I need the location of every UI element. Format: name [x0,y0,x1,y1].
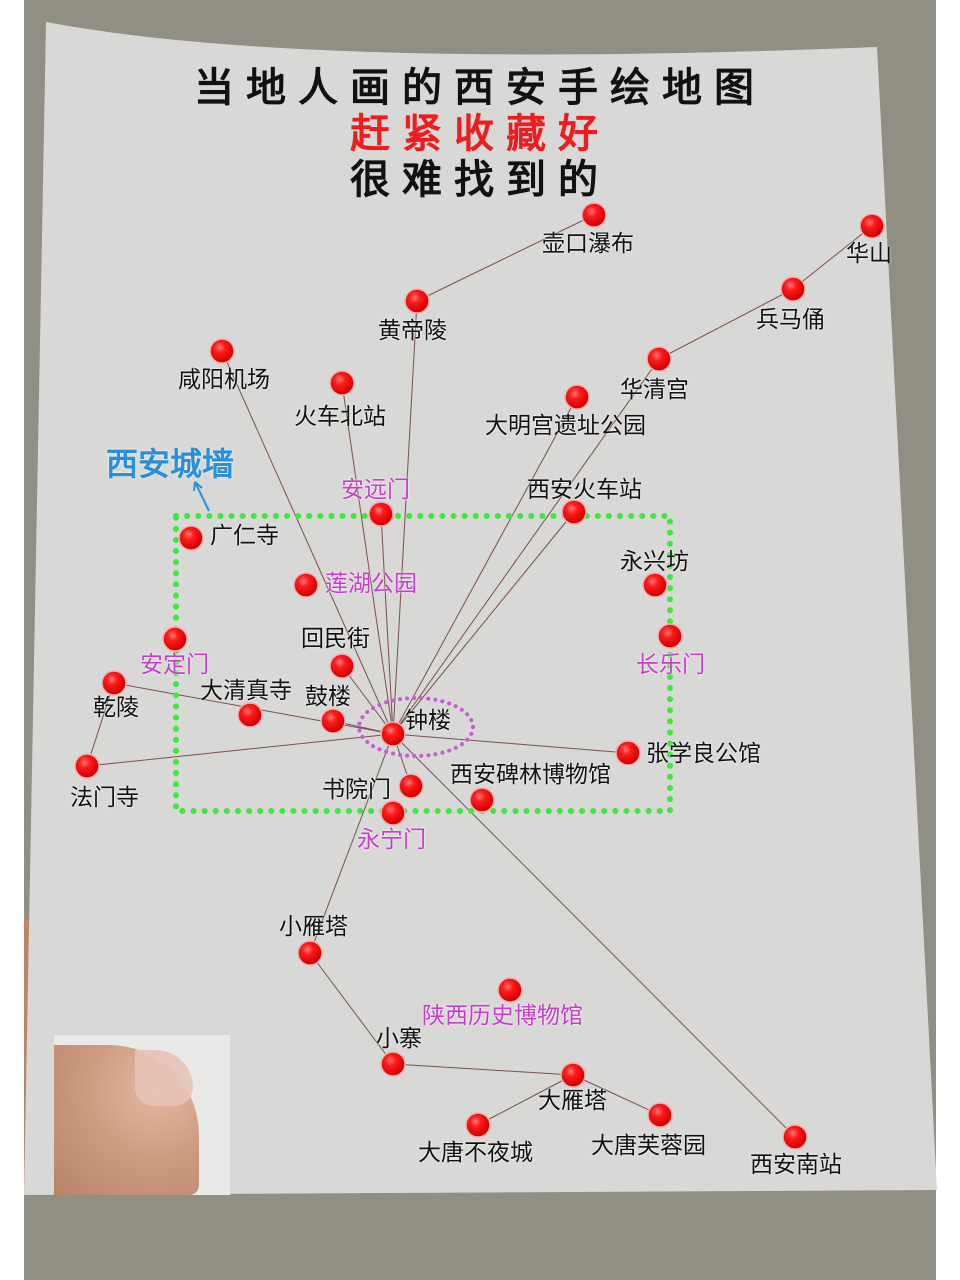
marker-shaanxi[interactable] [497,977,523,1003]
route-line [658,288,794,360]
label-dayan: 大雁塔 [538,1088,607,1114]
marker-zhonglou[interactable] [380,721,406,747]
marker-anding[interactable] [162,626,188,652]
label-famen: 法门寺 [70,785,139,811]
marker-yongning[interactable] [380,800,406,826]
label-anyuan: 安远门 [341,477,410,503]
route-line [309,733,394,954]
label-yongxing: 永兴坊 [620,549,689,575]
marker-qingzhen[interactable] [237,702,263,728]
route-line [86,733,394,767]
marker-gulou[interactable] [320,708,346,734]
label-shaanxi: 陕西历史博物馆 [422,1003,583,1029]
marker-huangdiling[interactable] [404,288,430,314]
marker-beizhan[interactable] [329,370,355,396]
label-huochezhan: 西安火车站 [527,477,642,503]
label-xiaoyan: 小雁塔 [279,914,348,940]
label-huashan: 华山 [846,241,892,267]
title-main: 当地人画的西安手绘地图 [194,65,766,111]
paper-sheet [24,22,937,1195]
label-xianyang: 咸阳机场 [178,367,270,393]
title-save: 赶紧收藏好 [350,111,610,157]
marker-xiaozhai[interactable] [380,1051,406,1077]
route-line [792,225,873,290]
route-line [341,665,394,735]
label-zhonglou: 钟楼 [405,708,451,734]
marker-nanzhan[interactable] [782,1124,808,1150]
marker-changle[interactable] [657,623,683,649]
label-qingzhen: 大清真寺 [200,678,292,704]
marker-anyuan[interactable] [368,501,394,527]
label-qianling: 乾陵 [93,695,139,721]
label-hukou: 壶口瀑布 [542,231,634,257]
marker-bingmayong[interactable] [780,276,806,302]
label-furong: 大唐芙蓉园 [591,1133,706,1159]
route-line [392,1063,574,1076]
label-daming: 大明宫遗址公园 [485,413,646,439]
route-line [392,300,418,735]
title-rare: 很难找到的 [350,157,610,203]
route-line [341,382,394,735]
label-shuyuan: 书院门 [322,777,391,803]
label-huaqing: 华清宫 [620,377,689,403]
label-beizhan: 火车北站 [294,404,386,430]
marker-lianhu[interactable] [293,572,319,598]
label-changle: 长乐门 [636,652,705,678]
city-wall-label: 西安城墙 [106,445,235,483]
label-bingmayong: 兵马俑 [756,307,825,333]
marker-huochezhan[interactable] [561,499,587,525]
label-lianhu: 莲湖公园 [325,571,417,597]
label-xiaozhai: 小寨 [376,1026,422,1052]
route-line [380,513,394,735]
route-line [392,511,575,735]
label-beilin: 西安碑林博物馆 [450,762,611,788]
bell-tower-ring [357,696,475,758]
marker-guangren[interactable] [178,525,204,551]
label-yongning: 永宁门 [357,827,426,853]
route-line [572,1074,661,1116]
place-markers [74,202,885,1150]
label-huimin: 回民街 [301,626,370,652]
marker-shuyuan[interactable] [398,773,424,799]
marker-huaqing[interactable] [646,346,672,372]
city-wall-arrow [193,481,210,512]
marker-famen[interactable] [74,753,100,779]
marker-daming[interactable] [564,384,590,410]
marker-hukou[interactable] [581,202,607,228]
route-line [309,952,394,1065]
marker-huimin[interactable] [329,653,355,679]
city-wall-border [173,513,673,814]
label-gulou: 鼓楼 [305,684,351,710]
route-line [392,733,796,1138]
route-line [416,214,595,302]
label-budaocheng: 大唐不夜城 [418,1140,533,1166]
marker-zhangxueliang[interactable] [615,740,641,766]
route-line [477,1074,574,1126]
route-line [86,682,115,767]
marker-xianyang[interactable] [209,338,235,364]
label-huangdiling: 黄帝陵 [378,318,447,344]
route-line [392,358,660,735]
marker-yongxing[interactable] [642,572,668,598]
label-anding: 安定门 [140,652,209,678]
marker-xiaoyan[interactable] [297,940,323,966]
marker-beilin[interactable] [469,787,495,813]
marker-huashan[interactable] [859,213,885,239]
route-line [392,733,629,754]
label-nanzhan: 西安南站 [750,1152,842,1178]
route-line [392,396,578,735]
label-zhangxueliang: 张学良公馆 [646,741,761,767]
route-line [221,350,394,735]
marker-qianling[interactable] [101,670,127,696]
label-guangren: 广仁寺 [210,523,279,549]
marker-furong[interactable] [647,1102,673,1128]
marker-budaocheng[interactable] [465,1112,491,1138]
marker-dayan[interactable] [560,1062,586,1088]
